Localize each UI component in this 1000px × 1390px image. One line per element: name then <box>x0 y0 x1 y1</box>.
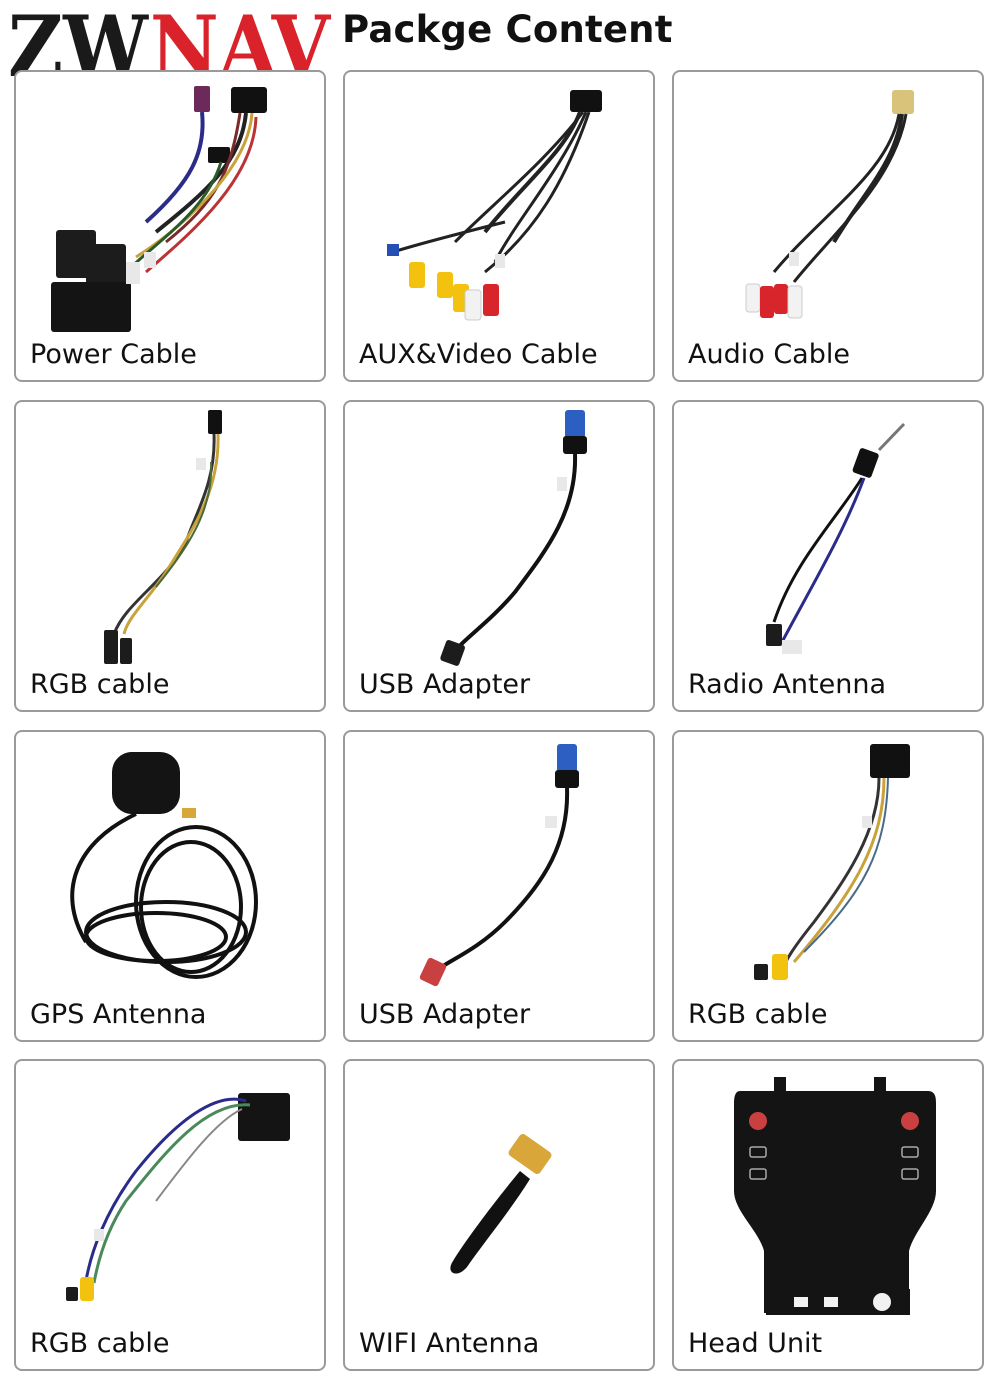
item-card-audio-cable: Audio Cable <box>672 70 984 382</box>
item-card-power-cable: Power Cable <box>14 70 326 382</box>
item-label: Audio Cable <box>688 339 850 370</box>
item-card-usb-adapter-2: USB Adapter <box>343 730 655 1042</box>
item-card-gps-antenna: GPS Antenna <box>14 730 326 1042</box>
item-label: Head Unit <box>688 1328 823 1359</box>
item-card-rgb-cable-3: RGB cable <box>14 1059 326 1371</box>
item-card-head-unit: Head Unit <box>672 1059 984 1371</box>
item-card-rgb-cable-1: RGB cable <box>14 400 326 712</box>
usb-adapter-image <box>419 744 579 987</box>
item-label: RGB cable <box>688 999 828 1030</box>
item-card-wifi-antenna: WIFI Antenna <box>343 1059 655 1371</box>
wifi-antenna-image <box>450 1134 552 1274</box>
radio-antenna-image <box>766 422 906 654</box>
audio-cable-image <box>745 90 914 319</box>
item-label: RGB cable <box>30 669 170 700</box>
head-unit-image <box>734 1077 936 1315</box>
item-label: AUX&Video Cable <box>359 339 598 370</box>
item-label: WIFI Antenna <box>359 1328 540 1359</box>
rgb-cable-image <box>104 410 222 664</box>
item-label: Power Cable <box>30 339 197 370</box>
item-card-usb-adapter-1: USB Adapter <box>343 400 655 712</box>
item-label: RGB cable <box>30 1328 170 1359</box>
item-card-radio-antenna: Radio Antenna <box>672 400 984 712</box>
rgb-cable-image <box>754 744 910 980</box>
item-card-rgb-cable-2: RGB cable <box>672 730 984 1042</box>
page-header: ZW NAV Packge Content <box>0 0 1000 84</box>
item-label: USB Adapter <box>359 999 531 1030</box>
item-label: USB Adapter <box>359 669 531 700</box>
aux-video-cable-image <box>387 90 602 321</box>
page-title: Packge Content <box>342 8 673 51</box>
gps-antenna-image <box>70 752 258 979</box>
item-card-aux-video-cable: AUX&Video Cable <box>343 70 655 382</box>
power-cable-image <box>51 86 267 332</box>
rgb-cable-image <box>66 1093 290 1301</box>
item-label: GPS Antenna <box>30 999 207 1030</box>
item-label: Radio Antenna <box>688 669 887 700</box>
usb-adapter-image <box>440 410 587 666</box>
